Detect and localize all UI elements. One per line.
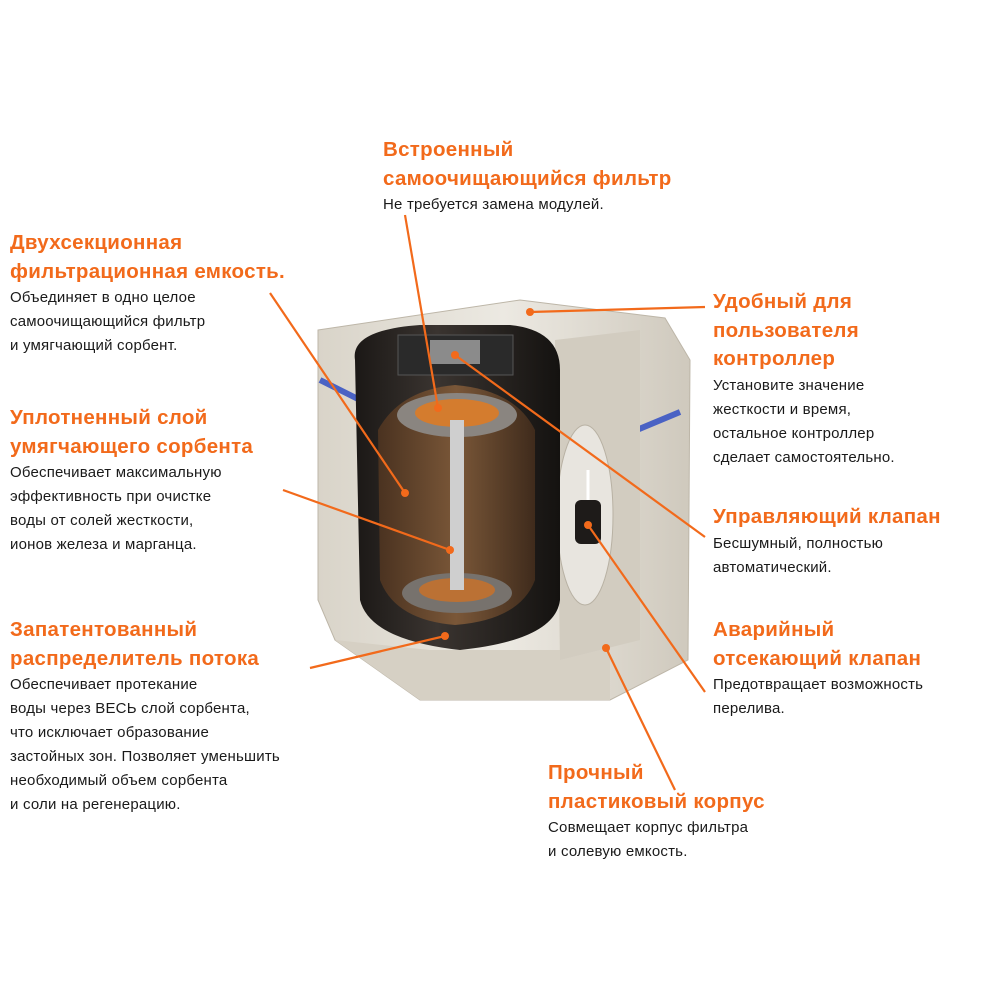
callout-text: и солевую емкость. (548, 843, 688, 860)
callout-plastic-housing: Прочный пластиковый корпус Совмещает корп… (548, 759, 765, 864)
callout-text: необходимый объем сорбента (10, 772, 228, 789)
callout-two-section-tank: Двухсекционная фильтрационная емкость. Об… (10, 229, 285, 358)
callout-text: остальное контроллер (713, 424, 875, 442)
callout-title: умягчающего сорбента (10, 434, 254, 458)
callout-text: самоочищающийся фильтр (10, 313, 206, 330)
callout-text: жесткости и время, (713, 400, 852, 418)
salt-compartment (555, 330, 640, 660)
callout-text: Обеспечивает максимальную (10, 464, 222, 481)
leader-lines (269, 214, 706, 791)
callout-sorbent-layer: Уплотненный слой умягчающего сорбента Обе… (10, 404, 253, 557)
callout-title: Аварийный (713, 618, 835, 641)
callout-title: фильтрационная емкость. (10, 259, 286, 283)
callout-text: Обеспечивает протекание (10, 676, 198, 693)
callout-text: перелива. (713, 700, 785, 717)
callout-title: Двухсекционная (10, 231, 183, 254)
callout-title: контроллер (713, 347, 836, 370)
callout-title: Управляющий клапан (713, 505, 941, 528)
callout-flow-distributor: Запатентованный распределитель потока Обе… (10, 616, 280, 817)
callout-control-valve: Управляющий клапан Бесшумный, полностью а… (713, 503, 941, 580)
callout-controller: Удобный для пользователя контроллер Устано… (713, 288, 895, 470)
callout-title: пластиковый корпус (548, 789, 765, 813)
callout-title: Запатентованный (10, 618, 198, 641)
callout-title: Удобный для (713, 290, 853, 313)
callout-text: автоматический. (713, 558, 832, 576)
callout-emergency-shutoff-valve: Аварийный отсекающий клапан Предотвращает… (713, 616, 923, 721)
callout-self-cleaning-filter: Встроенный самоочищающийся фильтр Не треб… (383, 136, 672, 217)
callout-text: и соли на регенерацию. (10, 796, 181, 813)
callout-title: отсекающий клапан (713, 646, 922, 670)
callout-text: Бесшумный, полностью (713, 534, 884, 552)
leader-dots (401, 308, 610, 652)
callout-title: Прочный (548, 761, 644, 784)
callout-text: Объединяет в одно целое (10, 289, 196, 306)
callout-text: воды через ВЕСЬ слой сорбента, (10, 700, 250, 717)
callout-text: и умягчающий сорбент. (10, 337, 178, 354)
callout-text: воды от солей жесткости, (10, 512, 194, 529)
callout-title: распределитель потока (10, 646, 260, 670)
callout-title: пользователя (713, 318, 859, 342)
callout-title: Встроенный (383, 138, 514, 161)
filtration-tank (354, 325, 560, 650)
callout-text: Не требуется замена модулей. (383, 196, 604, 213)
callout-title: Уплотненный слой (10, 406, 208, 429)
callout-text: Совмещает корпус фильтра (548, 819, 749, 836)
callout-text: ионов железа и марганца. (10, 536, 197, 553)
callout-text: застойных зон. Позволяет уменьшить (10, 748, 280, 765)
callout-text: что исключает образование (10, 724, 209, 741)
callout-text: сделает самостоятельно. (713, 448, 895, 466)
callout-title: самоочищающийся фильтр (383, 166, 672, 190)
callout-text: эффективность при очистке (10, 488, 212, 505)
callout-text: Предотвращает возможность (713, 676, 924, 693)
callout-text: Установите значение (713, 376, 865, 394)
